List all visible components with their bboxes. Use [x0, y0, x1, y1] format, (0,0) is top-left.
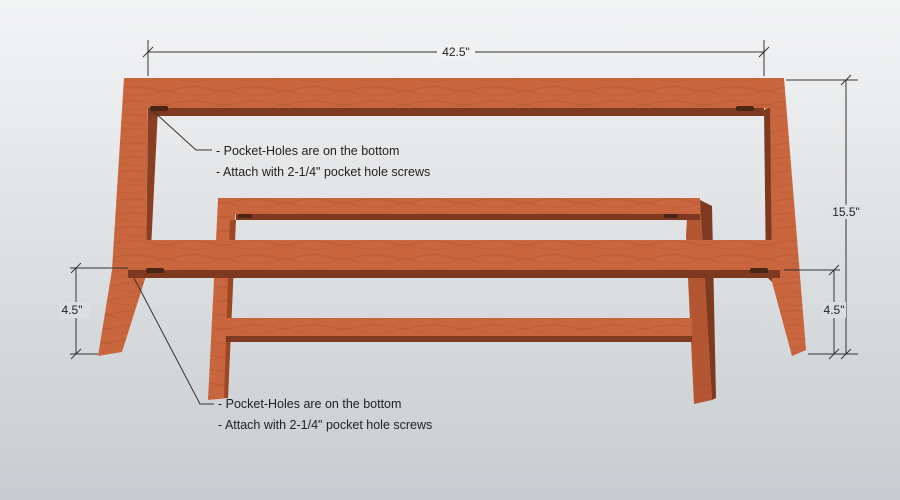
- dimension-overall-height: 15.5": [832, 205, 860, 219]
- pocket-holes-back: [238, 214, 678, 218]
- front-right-leg: [764, 78, 806, 356]
- leader-lines: [133, 109, 214, 405]
- note-top-line-2: - Attach with 2-1/4" pocket hole screws: [216, 165, 430, 179]
- note-top: - Pocket-Holes are on the bottom - Attac…: [216, 144, 430, 179]
- front-left-leg: [98, 78, 158, 356]
- back-top-rail: [218, 198, 700, 220]
- dimension-left-leg-offset: 4.5": [62, 303, 83, 317]
- back-lower-rail: [226, 318, 692, 342]
- note-top-line-1: - Pocket-Holes are on the bottom: [216, 144, 399, 158]
- front-top-rail: [124, 78, 784, 116]
- note-bottom: - Pocket-Holes are on the bottom - Attac…: [218, 397, 432, 432]
- note-bottom-line-2: - Attach with 2-1/4" pocket hole screws: [218, 418, 432, 432]
- front-middle-rail: [128, 240, 780, 278]
- note-bottom-line-1: - Pocket-Holes are on the bottom: [218, 397, 401, 411]
- dimension-right-leg-offset: 4.5": [824, 303, 845, 317]
- dimension-overall-width: 42.5": [442, 45, 470, 59]
- pocket-holes-front: [146, 106, 768, 273]
